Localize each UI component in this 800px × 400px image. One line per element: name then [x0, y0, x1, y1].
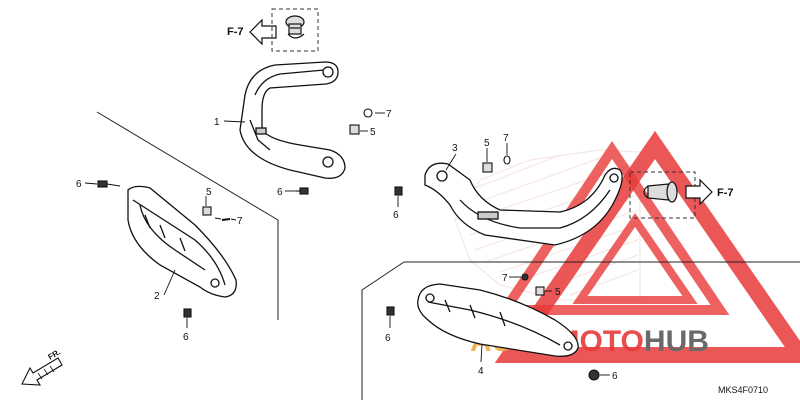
- front-label: FR.: [47, 347, 63, 361]
- callout-6-b: 6: [76, 179, 82, 190]
- watermark-triangle-inner: [572, 212, 698, 304]
- bolt-box-top: [271, 8, 319, 52]
- lower-right-diag-line: [361, 261, 405, 291]
- bolt-6-d: [394, 186, 403, 196]
- callout-3: 3: [452, 143, 458, 154]
- callout-6-c: 6: [183, 332, 189, 343]
- fig-ref-top[interactable]: F-7: [227, 8, 319, 52]
- part-3-bracket[interactable]: [424, 162, 623, 246]
- callout-5-b: 5: [206, 187, 212, 198]
- callout-4: 4: [478, 366, 484, 377]
- callout-6-d: 6: [393, 210, 399, 221]
- front-arrow-hatch: [37, 365, 55, 380]
- arrow-right-icon: [685, 178, 713, 206]
- arrow-left-icon: [249, 18, 277, 46]
- bolt-icon: [285, 15, 305, 39]
- washer-7-top: [363, 108, 373, 118]
- washer-7-lower: [521, 273, 529, 281]
- leader-lines: [84, 112, 610, 376]
- callout-2: 2: [154, 291, 160, 302]
- bolt-6-b: [97, 180, 121, 188]
- front-arrow-icon: [21, 357, 63, 386]
- watermark-text-hub: HUB: [644, 325, 709, 358]
- callout-6-a: 6: [277, 187, 283, 198]
- section-lines: [96, 111, 800, 400]
- collar-5-lower: [535, 286, 545, 296]
- callout-1: 1: [214, 117, 220, 128]
- collar-5-top: [349, 124, 360, 135]
- washer-7-left: [221, 218, 231, 221]
- fig-ref-label-right: F-7: [717, 187, 734, 199]
- bolt-6-c: [183, 308, 192, 318]
- front-direction-indicator: FR.: [21, 347, 63, 386]
- callout-7-b: 7: [237, 216, 243, 227]
- callout-7-a: 7: [386, 109, 392, 120]
- callout-7-d: 7: [502, 273, 508, 284]
- watermark-triangle-outer: [494, 130, 800, 363]
- callout-6-f: 6: [612, 371, 618, 382]
- part-1-bracket[interactable]: [239, 61, 346, 179]
- callout-7-c: 7: [503, 133, 509, 144]
- callout-5-c: 5: [484, 138, 490, 149]
- hardware: [97, 108, 600, 381]
- bolt-6-e: [386, 306, 395, 316]
- figure-code: MKS4F0710: [718, 385, 768, 395]
- bolt-6-f: [588, 369, 600, 381]
- bolt-icon-right: [643, 181, 678, 203]
- part-2-handguard[interactable]: [127, 185, 237, 298]
- collar-5-right: [482, 162, 493, 173]
- washer-7-right: [503, 155, 511, 165]
- collar-5-left: [202, 206, 212, 216]
- fig-ref-right[interactable]: F-7: [629, 171, 734, 219]
- callout-5-a: 5: [370, 127, 376, 138]
- callout-6-e: 6: [385, 333, 391, 344]
- callouts: 1 2 3 4 5 5 5 5 6 6 6 6 6 7 7 7 7 6: [76, 109, 618, 382]
- callout-5-d: 5: [555, 287, 561, 298]
- part-4-handguard[interactable]: [417, 283, 579, 357]
- left-section-line: [96, 111, 279, 320]
- fig-ref-label-top: F-7: [227, 26, 244, 38]
